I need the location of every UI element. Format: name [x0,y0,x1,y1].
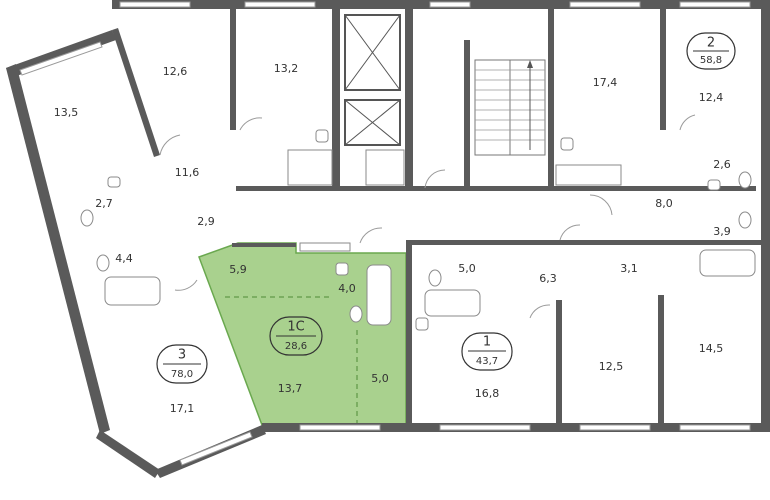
room-area-label: 17,1 [170,402,195,415]
kitchen-counters [287,149,622,252]
room-area-label: 5,9 [229,263,247,276]
room-area-label: 14,5 [699,342,724,355]
room-area-label: 11,6 [175,166,200,179]
room-area-label: 5,0 [458,262,476,275]
elevator-icon [344,14,401,146]
apartment-badge-1[interactable]: 1 43,7 [461,332,513,371]
room-area-label: 4,0 [338,282,356,295]
room-area-label: 12,4 [699,91,724,104]
room-area-label: 16,8 [475,387,500,400]
apartment-area: 43,7 [476,356,498,367]
bathtub-icon [104,249,756,326]
door-icon [159,114,696,319]
room-area-label: 12,5 [599,360,624,373]
room-area-label: 17,4 [593,76,618,89]
apartment-badge-1c[interactable]: 1С 28,6 [269,316,323,356]
apartment-number: 2 [707,36,715,51]
room-area-label: 13,5 [54,106,79,119]
apartment-area: 58,8 [700,55,722,66]
apartment-badge-2[interactable]: 2 58,8 [686,32,736,70]
interior-walls [112,0,761,430]
apartment-number: 1 [483,335,491,350]
apartment-badge-3[interactable]: 3 78,0 [156,344,208,384]
room-area-label: 6,3 [539,272,557,285]
room-area-label: 4,4 [115,252,133,265]
room-area-label: 3,9 [713,225,731,238]
sink-icon [107,129,721,331]
room-area-label: 8,0 [655,197,673,210]
toilet-icon [80,171,752,323]
room-area-label: 3,1 [620,262,638,275]
room-area-label: 13,2 [274,62,299,75]
room-area-label: 5,0 [371,372,389,385]
room-area-label: 2,7 [95,197,113,210]
room-area-label: 2,9 [197,215,215,228]
room-area-label: 13,7 [278,382,303,395]
apartment-area: 28,6 [285,341,307,352]
room-area-label: 12,6 [163,65,188,78]
windows [19,1,751,466]
room-area-label: 2,6 [713,158,731,171]
apartment-area: 78,0 [171,369,193,380]
apartment-number: 3 [178,348,186,363]
apartment-number: 1С [287,320,304,335]
stairs-icon [474,59,546,156]
